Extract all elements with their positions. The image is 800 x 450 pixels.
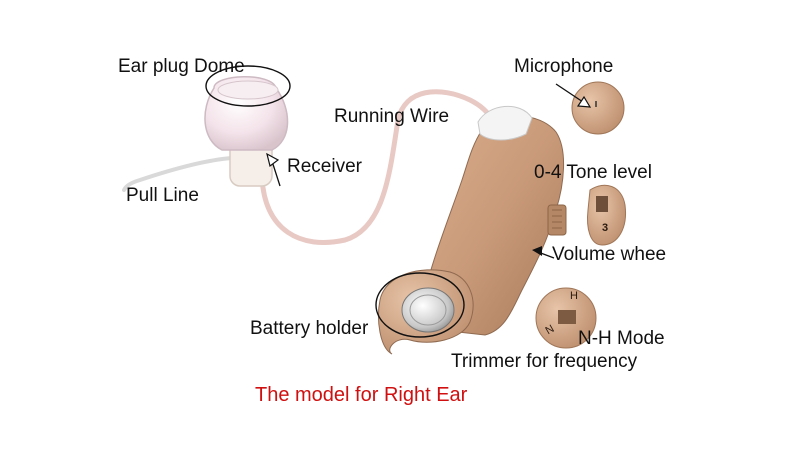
label-pull-line: Pull Line (126, 185, 199, 206)
label-tone-level: 0-4 Tone level (534, 162, 652, 183)
microphone-arrow (555, 83, 592, 108)
battery-highlight-circle (375, 272, 465, 338)
label-microphone: Microphone (514, 56, 614, 77)
wire-connector (477, 105, 533, 141)
volume-wheel-arrow (532, 246, 555, 259)
label-trimmer: Trimmer for frequency (451, 351, 638, 372)
label-receiver: Receiver (287, 156, 362, 177)
label-nh-mode: N-H Mode (578, 328, 665, 349)
pull-line (122, 156, 234, 192)
microphone-detail (571, 81, 625, 135)
right-edge-clip: 0-4 Tone level Volume whee N-H Mode (534, 162, 667, 349)
caption-right-ear-model: The model for Right Ear (255, 384, 468, 406)
tone-dial-number: 3 (602, 222, 609, 234)
running-wire (259, 89, 495, 245)
label-battery-holder: Battery holder (250, 318, 369, 339)
dome-highlight-circle (205, 65, 291, 107)
receiver-arrow (266, 152, 281, 187)
label-volume-wheel: Volume whee (552, 244, 667, 265)
label-running-wire: Running Wire (334, 106, 450, 127)
label-ear-plug-dome: Ear plug Dome (118, 56, 245, 77)
mode-high-mark: H (570, 290, 578, 302)
